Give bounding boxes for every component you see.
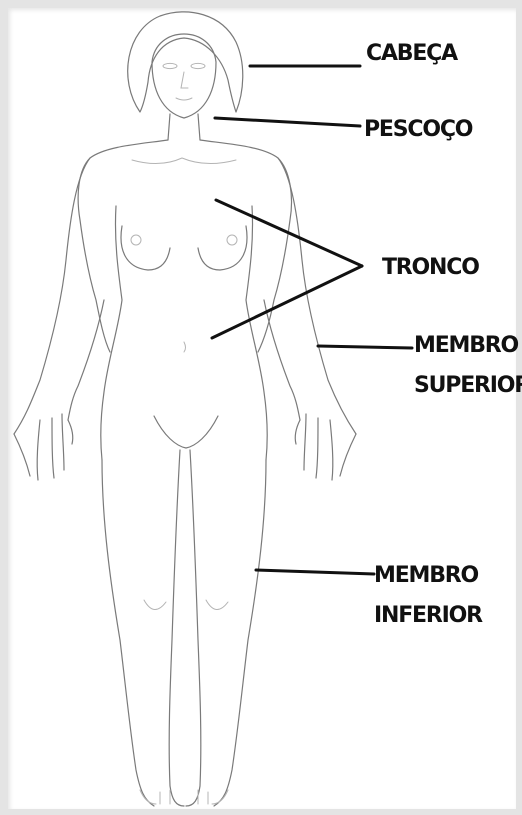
right-arm-outer (278, 158, 356, 434)
left-hand (14, 414, 73, 480)
left-leg-outer (102, 460, 154, 806)
collarbones (132, 158, 236, 164)
right-leg-inner (186, 450, 201, 806)
waist-right (246, 206, 267, 460)
pelvis-line (154, 416, 218, 448)
hair-outline (128, 12, 243, 112)
label-trunk: TRONCO (382, 255, 479, 280)
nipple-right (227, 235, 237, 245)
mouth (176, 98, 192, 100)
label-upper-limb-line1: MEMBRO (414, 333, 519, 358)
left-eye (163, 63, 177, 68)
left-leg-inner (169, 450, 184, 806)
body-figure (14, 12, 356, 806)
right-eye (191, 63, 205, 68)
breast-right (198, 226, 247, 270)
right-leg-outer (214, 460, 266, 806)
label-upper-limb-line2: SUPERIOR (414, 373, 522, 398)
label-neck: PESCOÇO (364, 117, 473, 142)
left-arm-inner (68, 300, 104, 420)
leader-neck (215, 118, 360, 126)
label-head: CABEÇA (366, 41, 458, 66)
leader-lower-limb (256, 570, 374, 574)
leader-trunk-lower (212, 266, 362, 338)
nose (181, 72, 188, 88)
nipple-left (131, 235, 141, 245)
label-lower-limb-line2: INFERIOR (374, 603, 483, 628)
breast-left (121, 226, 170, 270)
labels: CABEÇA PESCOÇO TRONCO MEMBRO SUPERIOR ME… (364, 41, 522, 628)
right-hand (295, 414, 356, 480)
label-lower-limb-line1: MEMBRO (374, 563, 479, 588)
leader-upper-limb (318, 346, 412, 348)
knee-left (144, 600, 166, 610)
knee-right (206, 600, 228, 610)
torso-outline-left (78, 140, 168, 352)
leader-trunk-upper (216, 200, 362, 266)
navel (184, 342, 186, 352)
